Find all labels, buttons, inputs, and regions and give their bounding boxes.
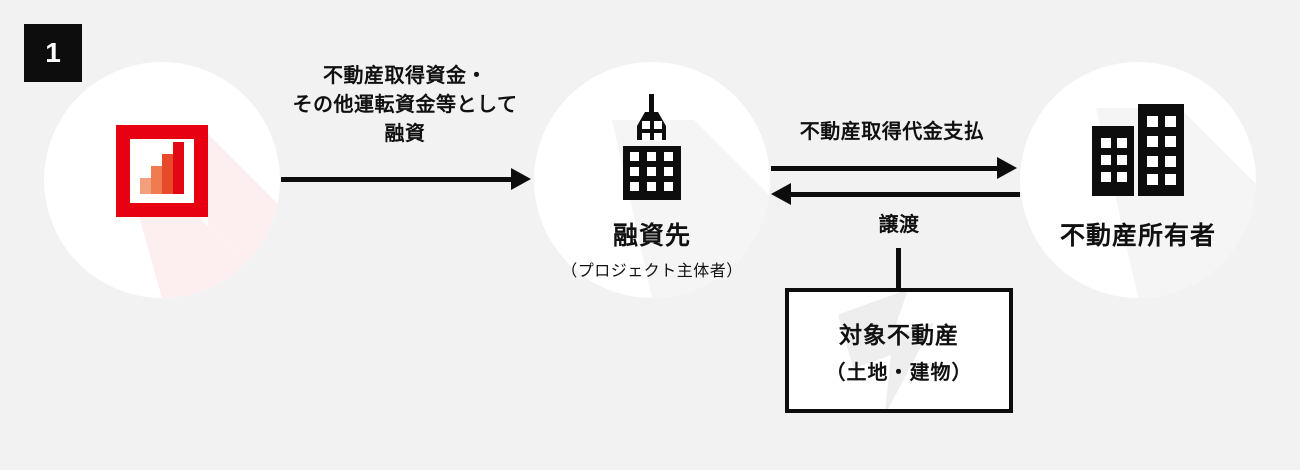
bar-chart-icon [116,125,208,217]
node-borrower-icon-area [534,88,770,206]
node-owner-icon-area [1020,96,1256,200]
bar-chart-bar-4 [173,142,184,194]
bar-chart-icon-bars [130,139,194,203]
arrow-return-head [771,183,791,205]
node-borrower-subtitle: （プロジェクト主体者） [561,262,743,280]
node-owner [1020,62,1256,298]
arrow-loan-head [511,168,531,190]
asset-box: 対象不動産 （土地・建物） [785,288,1013,413]
edge-label-transfer: 譲渡 [878,214,920,236]
arrow-payment-line [771,166,999,171]
arrow-return-line [790,192,1020,197]
bar-chart-bar-2 [151,166,162,194]
node-lender [44,62,280,298]
asset-box-title: 対象不動産 [839,322,959,348]
node-lender-icon-area [44,112,280,230]
connector-transfer-line [896,248,901,292]
bar-chart-bar-3 [162,154,173,194]
asset-box-subtitle: （土地・建物） [825,362,973,384]
node-borrower-title: 融資先 [612,222,691,250]
edge-label-loan: 不動産取得資金・ その他運転資金等として 融資 [292,65,518,145]
skyscraper-icon [623,94,681,200]
step-number-badge: 1 [24,24,82,82]
arrow-payment-head [997,157,1017,179]
node-borrower-labels: 融資先 （プロジェクト主体者） [492,222,812,281]
edge-label-payment: 不動産取得代金支払 [799,121,985,143]
node-owner-title: 不動産所有者 [1059,222,1216,250]
arrow-loan-line [281,177,513,182]
node-owner-labels: 不動産所有者 [978,222,1298,251]
bar-chart-bar-1 [140,178,151,194]
office-buildings-icon [1092,104,1184,196]
asset-box-text: 対象不動産 （土地・建物） [789,292,1009,409]
